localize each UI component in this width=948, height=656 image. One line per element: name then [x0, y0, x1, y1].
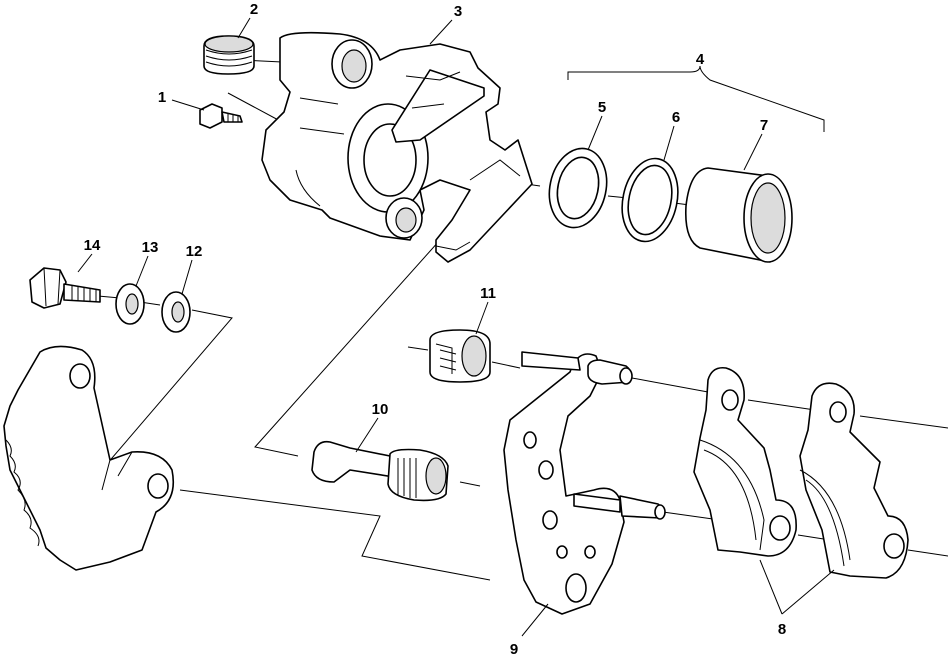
- callout-9: 9: [510, 641, 518, 656]
- part-12-washer: [161, 291, 191, 333]
- callout-5: 5: [598, 99, 606, 116]
- callout-3: 3: [454, 3, 462, 20]
- callout-11: 11: [480, 285, 496, 302]
- part-14-bolt: [29, 267, 101, 309]
- callout-10: 10: [372, 401, 389, 418]
- callout-labels: 1 2 3 4 5 6 7 8 9 10 11 12 13 14: [84, 1, 787, 656]
- callout-7: 7: [760, 117, 768, 134]
- bracket-4: [567, 65, 825, 132]
- callout-8: 8: [778, 621, 786, 638]
- part-11-pin: [429, 329, 491, 383]
- part-10-slide-pin: [311, 440, 449, 502]
- part-7-piston: [684, 167, 793, 263]
- part-9-caliper-bracket: [503, 351, 666, 615]
- part-5-seal: [548, 147, 608, 229]
- part-13-lock-washer: [115, 283, 145, 325]
- callout-13: 13: [142, 239, 159, 256]
- part-8-brake-pad-b: [799, 382, 909, 579]
- part-6-seal: [621, 157, 679, 243]
- callout-4: 4: [696, 51, 705, 68]
- part-2-plug: [203, 35, 255, 75]
- part-8-brake-pad-a: [693, 366, 797, 557]
- callout-2: 2: [250, 1, 258, 18]
- part-1-bleeder-screw: [199, 103, 243, 129]
- part-3-caliper-body: [261, 31, 533, 263]
- callout-leaders: [77, 17, 835, 637]
- callout-6: 6: [672, 109, 680, 126]
- frame-bracket: [3, 345, 175, 571]
- callout-12: 12: [186, 243, 203, 260]
- callout-14: 14: [84, 237, 101, 254]
- callout-1: 1: [158, 89, 166, 106]
